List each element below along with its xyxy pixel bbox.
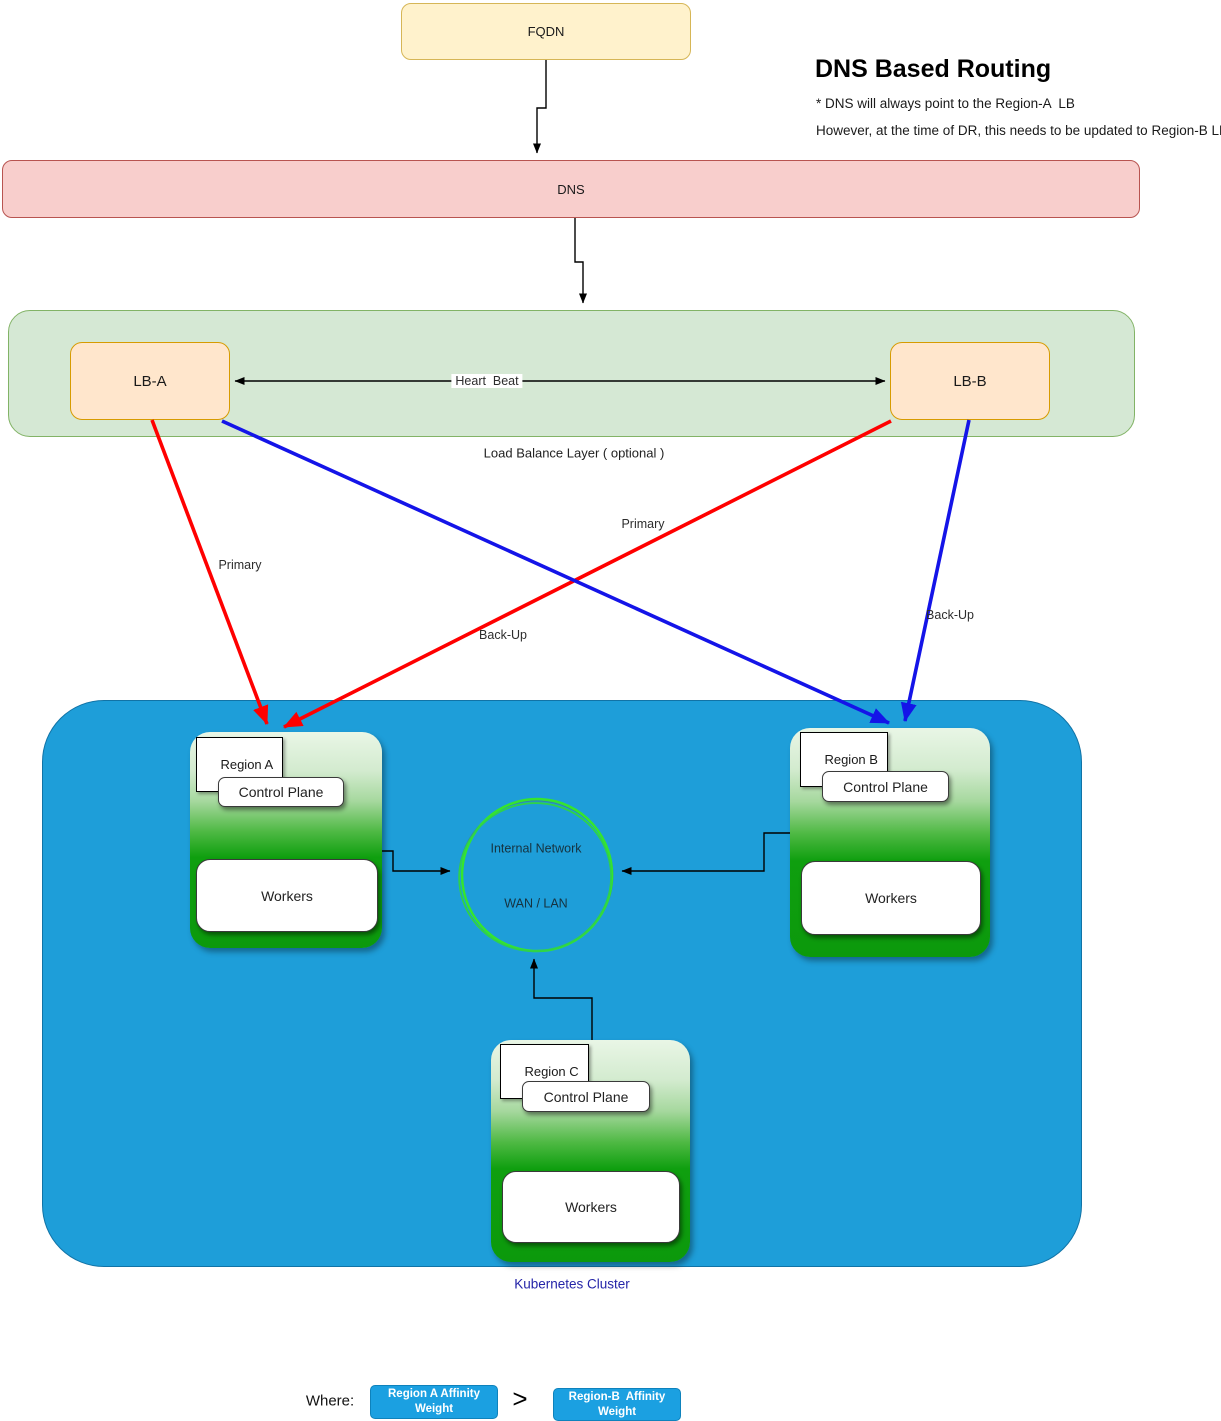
fqdn-label: FQDN xyxy=(527,24,565,39)
legend-region-b-affinity-box: Region-B Affinity Weight xyxy=(553,1388,681,1421)
note-line-2: However, at the time of DR, this needs t… xyxy=(816,123,1221,138)
region-c-workers: Workers xyxy=(502,1171,680,1243)
region-b-workers-label: Workers xyxy=(865,890,917,906)
region-b-workers: Workers xyxy=(801,861,981,935)
lb-a-node: LB-A xyxy=(70,342,230,420)
region-a-workers-label: Workers xyxy=(261,887,313,904)
legend-where-label: Where: xyxy=(305,1392,355,1410)
backup-label-lbb-region-b: Back-Up xyxy=(926,608,974,622)
lb-a-label: LB-A xyxy=(133,372,167,390)
internal-network-line2: WAN / LAN xyxy=(504,896,568,911)
arrow-lbb-to-region-b-blue xyxy=(900,419,971,722)
region-c-control-plane: Control Plane xyxy=(522,1081,650,1112)
region-a-control-plane-label: Control Plane xyxy=(238,784,324,800)
internal-network-line1: Internal Network xyxy=(490,841,582,856)
dns-label: DNS xyxy=(557,181,585,197)
heartbeat-label: Heart Beat xyxy=(451,374,523,388)
region-b-control-plane-label: Control Plane xyxy=(843,778,928,795)
legend-region-b-affinity-line2: Weight xyxy=(597,1405,637,1418)
region-c-workers-label: Workers xyxy=(565,1199,617,1215)
legend-region-a-affinity-line2: Weight xyxy=(414,1403,454,1415)
arrow-lba-to-region-b-blue xyxy=(221,419,890,725)
region-c-title: Region C xyxy=(524,1064,579,1079)
primary-label-lba-region-a: Primary xyxy=(218,558,262,572)
region-a-workers: Workers xyxy=(196,859,378,932)
lb-b-label: LB-B xyxy=(953,372,987,390)
greater-than-symbol: > xyxy=(512,1383,528,1414)
region-b-title: Region B xyxy=(824,752,878,767)
region-a-control-plane: Control Plane xyxy=(218,777,344,807)
internal-network-label: Internal Network WAN / LAN xyxy=(490,804,581,949)
legend-region-b-affinity-line1: Region-B Affinity xyxy=(568,1390,666,1403)
region-b-control-plane: Control Plane xyxy=(822,771,949,802)
lb-b-node: LB-B xyxy=(890,342,1050,420)
note-line-1: * DNS will always point to the Region-A … xyxy=(816,96,1075,111)
region-a-title: Region A xyxy=(220,757,274,772)
diagram-title: DNS Based Routing xyxy=(815,55,1052,83)
primary-label-lba-region-b: Primary xyxy=(621,517,665,531)
arrow-lba-to-region-a-red xyxy=(150,419,269,725)
fqdn-node: FQDN xyxy=(401,3,691,60)
backup-label-lbb-region-a: Back-Up xyxy=(479,628,527,642)
region-c-control-plane-label: Control Plane xyxy=(543,1088,629,1105)
arrow-lbb-to-region-a-red xyxy=(283,419,892,729)
legend-region-a-affinity-box: Region A Affinity Weight xyxy=(370,1385,498,1419)
arrow-fqdn-to-dns xyxy=(533,60,547,154)
kubernetes-cluster-caption: Kubernetes Cluster xyxy=(514,1276,630,1292)
legend-region-a-affinity-line1: Region A Affinity xyxy=(388,1388,480,1401)
dns-node: DNS xyxy=(2,160,1140,218)
load-balance-layer-caption: Load Balance Layer ( optional ) xyxy=(483,445,665,461)
arrow-dns-to-lb-layer xyxy=(574,218,587,304)
